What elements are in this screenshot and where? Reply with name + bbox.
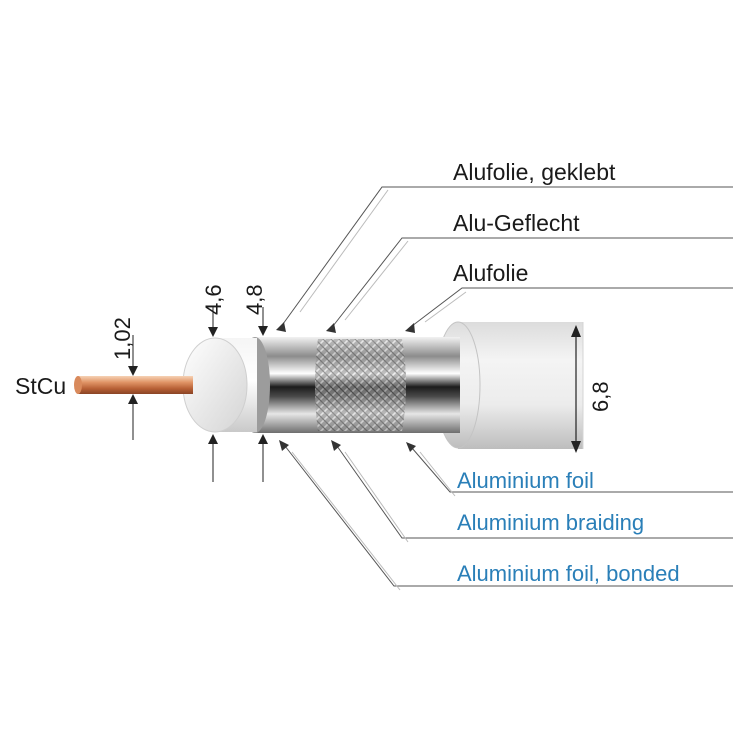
label-aluminium-braiding: Aluminium braiding <box>457 510 644 535</box>
leader-lines <box>276 186 733 591</box>
label-aluminium-foil: Aluminium foil <box>457 468 594 493</box>
german-labels: Alufolie, geklebt Alu-Geflecht Alufolie <box>453 159 616 286</box>
english-labels: Aluminium foil Aluminium braiding Alumin… <box>457 468 680 586</box>
dimension-label-screen: 4,8 <box>242 284 267 315</box>
label-alufolie: Alufolie <box>453 260 528 286</box>
aluminium-braiding-layer <box>315 339 406 431</box>
dimension-label-outer: 6,8 <box>588 381 613 412</box>
dimension-label-conductor: 1,02 <box>110 317 135 360</box>
label-stcu: StCu <box>15 373 66 399</box>
dimension-label-dielectric: 4,6 <box>201 284 226 315</box>
dimension-labels: 1,02 4,6 4,8 6,8 StCu <box>15 284 613 412</box>
dielectric-layer <box>182 337 257 433</box>
label-aluminium-foil-bonded: Aluminium foil, bonded <box>457 561 680 586</box>
label-alufolie-geklebt: Alufolie, geklebt <box>453 159 616 185</box>
label-alu-geflecht: Alu-Geflecht <box>453 210 580 236</box>
dimension-markers <box>128 307 581 482</box>
cable-body <box>74 321 584 449</box>
inner-conductor <box>74 376 193 394</box>
